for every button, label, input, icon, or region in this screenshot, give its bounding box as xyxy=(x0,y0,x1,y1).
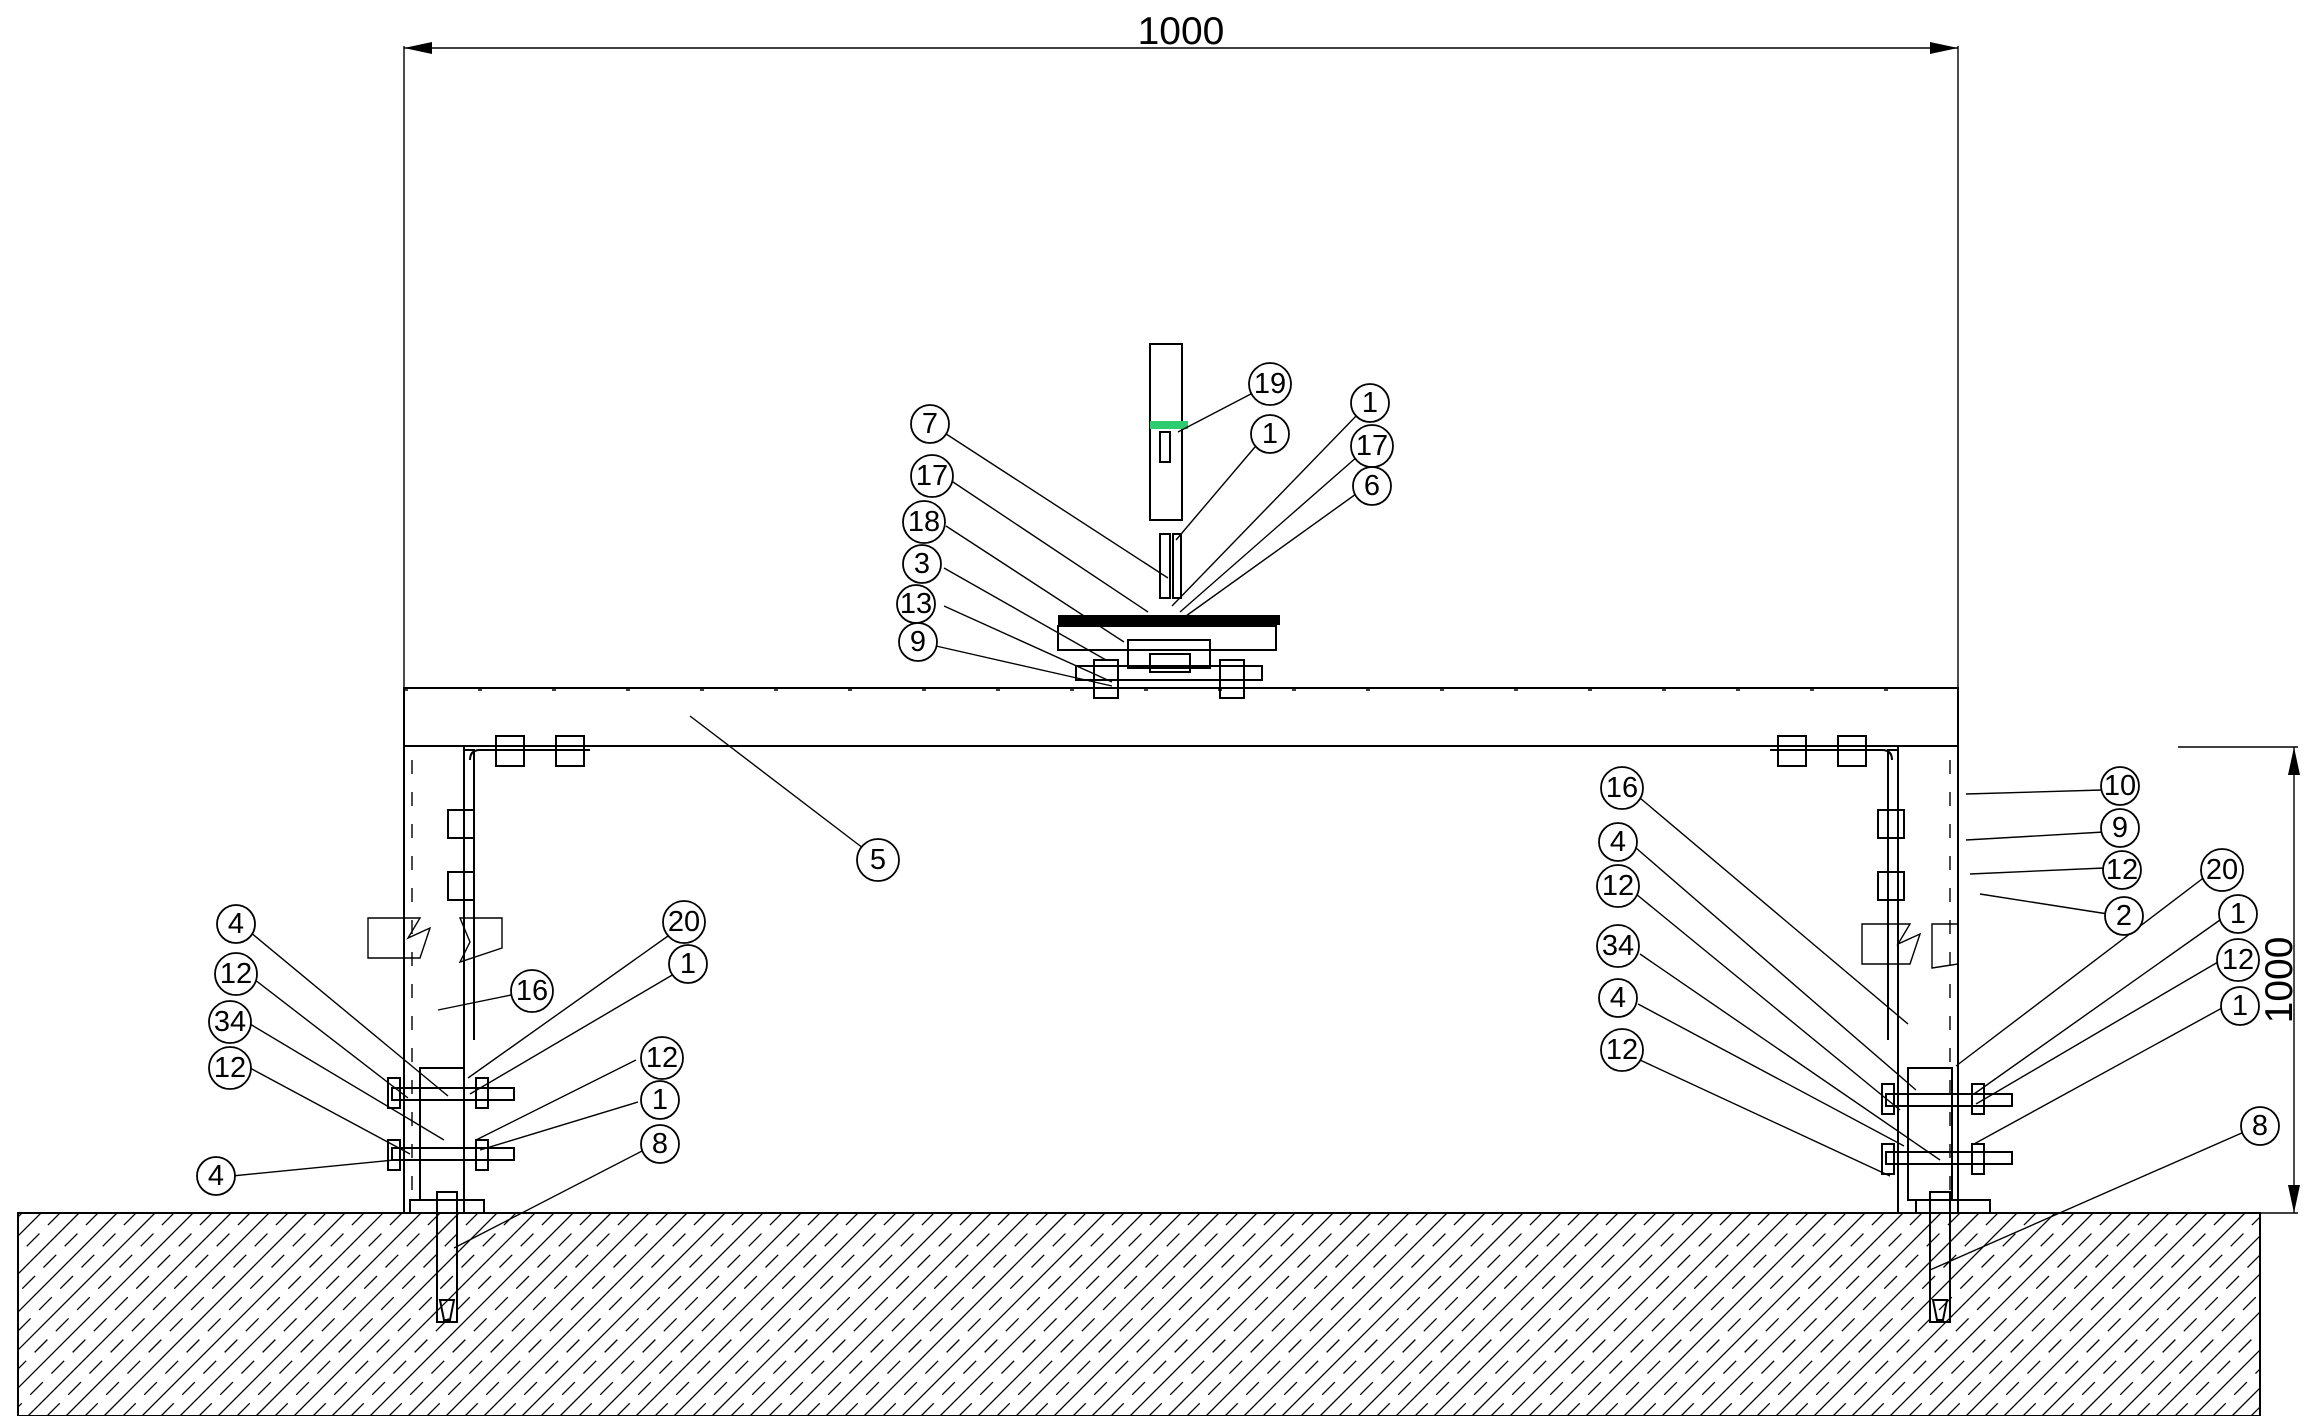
callout-bubble-9: 9 xyxy=(2100,808,2140,848)
callout-bubble-12: 12 xyxy=(640,1036,684,1080)
callout-bubble-8: 8 xyxy=(2240,1106,2280,1146)
callout-label: 13 xyxy=(900,588,932,620)
green-marker xyxy=(1150,421,1188,429)
callout-label: 4 xyxy=(1610,982,1626,1014)
ground-slab xyxy=(17,1212,2261,1416)
callout-bubble-12: 12 xyxy=(1596,864,1640,908)
callout-bubble-6: 6 xyxy=(1352,466,1392,506)
callout-bubble-12: 12 xyxy=(1600,1028,1644,1072)
callout-bubble-13: 13 xyxy=(896,584,936,624)
callout-label: 1 xyxy=(2232,990,2248,1022)
right-support xyxy=(1770,735,2013,1323)
width-dimension-label: 1000 xyxy=(1138,10,1225,53)
callout-bubble-17: 17 xyxy=(910,454,954,498)
callout-label: 20 xyxy=(668,906,700,938)
callout-bubble-34: 34 xyxy=(1596,924,1640,968)
callout-label: 12 xyxy=(214,1052,246,1084)
callout-bubble-1: 1 xyxy=(2220,986,2260,1026)
callout-bubble-9: 9 xyxy=(898,622,938,662)
callout-bubble-8: 8 xyxy=(640,1124,680,1164)
callout-bubble-12: 12 xyxy=(214,952,258,996)
callout-bubble-1: 1 xyxy=(2218,894,2258,934)
callout-bubble-4: 4 xyxy=(196,1156,236,1196)
callout-label: 9 xyxy=(910,626,926,658)
callout-label: 6 xyxy=(1364,470,1380,502)
callout-label: 4 xyxy=(1610,826,1626,858)
callout-bubble-12: 12 xyxy=(2102,850,2142,890)
callout-bubble-5: 5 xyxy=(856,838,900,882)
callout-label: 12 xyxy=(646,1042,678,1074)
callout-label: 16 xyxy=(516,975,548,1007)
concrete-hatch xyxy=(18,1213,2260,1416)
callout-label: 7 xyxy=(922,408,938,440)
callout-label: 34 xyxy=(1602,930,1634,962)
callout-bubble-3: 3 xyxy=(902,544,942,584)
callout-bubble-16: 16 xyxy=(510,969,554,1013)
callout-label: 4 xyxy=(208,1160,224,1192)
callout-label: 5 xyxy=(870,844,886,876)
callout-bubble-4: 4 xyxy=(216,904,256,944)
callout-label: 12 xyxy=(2106,854,2138,886)
callout-bubble-1: 1 xyxy=(668,944,708,984)
callout-label: 8 xyxy=(2252,1110,2268,1142)
callout-label: 12 xyxy=(1606,1034,1638,1066)
callout-bubble-17: 17 xyxy=(1350,424,1394,468)
callout-bubble-18: 18 xyxy=(902,500,946,544)
callout-bubble-1: 1 xyxy=(1350,383,1390,423)
height-dimension: 1000 xyxy=(2100,746,2301,1214)
callout-label: 20 xyxy=(2206,854,2238,886)
callout-bubble-20: 20 xyxy=(2200,848,2244,892)
callout-bubble-12: 12 xyxy=(208,1046,252,1090)
callout-bubble-34: 34 xyxy=(208,1000,252,1044)
callout-bubble-12: 12 xyxy=(2216,938,2260,982)
callout-label: 17 xyxy=(916,460,948,492)
callout-label: 1 xyxy=(1362,387,1378,419)
callout-label: 16 xyxy=(1606,772,1638,804)
callout-bubble-10: 10 xyxy=(2100,766,2140,806)
callout-label: 19 xyxy=(1254,368,1286,400)
callout-label: 8 xyxy=(652,1128,668,1160)
callout-label: 1 xyxy=(1262,418,1278,450)
equipment-envelope xyxy=(403,46,1959,690)
callout-bubble-20: 20 xyxy=(662,900,706,944)
callout-bubble-7: 7 xyxy=(910,404,950,444)
callout-bubble-19: 19 xyxy=(1248,362,1292,406)
callout-label: 10 xyxy=(2104,770,2136,802)
callout-label: 12 xyxy=(1602,870,1634,902)
center-mount xyxy=(1057,343,1280,699)
width-dimension: 1000 xyxy=(404,10,1958,54)
callout-label: 2 xyxy=(2116,900,2132,932)
cross-beam xyxy=(403,687,1959,747)
callout-label: 3 xyxy=(914,548,930,580)
callout-label: 1 xyxy=(652,1084,668,1116)
callout-bubble-4: 4 xyxy=(1598,978,1638,1018)
leader-lines xyxy=(231,383,2245,1271)
callout-label: 4 xyxy=(228,908,244,940)
callout-label: 12 xyxy=(2222,944,2254,976)
callout-label: 12 xyxy=(220,958,252,990)
callout-label: 9 xyxy=(2112,812,2128,844)
callout-label: 1 xyxy=(2230,898,2246,930)
callout-label: 17 xyxy=(1356,430,1388,462)
left-support xyxy=(367,735,590,1323)
callout-bubble-2: 2 xyxy=(2104,896,2144,936)
callout-label: 1 xyxy=(680,948,696,980)
callout-label: 18 xyxy=(908,506,940,538)
callout-bubble-1: 1 xyxy=(1250,414,1290,454)
height-dimension-label: 1000 xyxy=(2258,937,2301,1024)
callout-bubble-16: 16 xyxy=(1600,766,1644,810)
callout-label: 34 xyxy=(214,1006,246,1038)
callout-bubble-4: 4 xyxy=(1598,822,1638,862)
callout-bubble-1: 1 xyxy=(640,1080,680,1120)
